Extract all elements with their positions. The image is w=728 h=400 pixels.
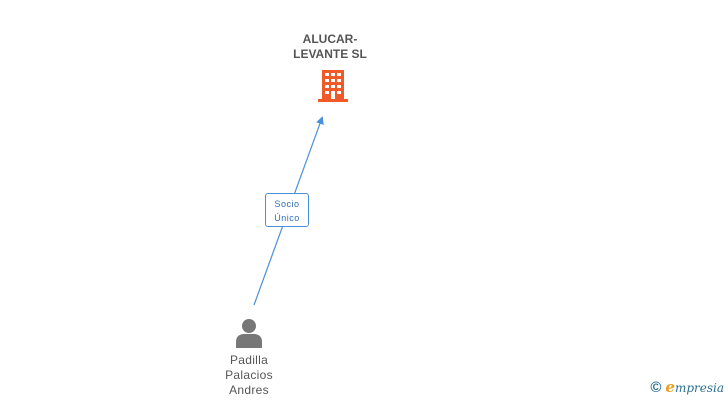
relation-label-line-1: Socio xyxy=(274,199,300,209)
brand-watermark: © empresia xyxy=(650,378,724,396)
brand-logo: empresia xyxy=(665,378,724,396)
person-name-line-1: Padilla xyxy=(229,353,269,367)
person-icon[interactable] xyxy=(234,318,264,348)
brand-rest: mpresia xyxy=(674,381,724,395)
person-name[interactable]: Padilla Palacios Andres xyxy=(200,353,298,398)
brand-initial: e xyxy=(665,378,675,396)
company-name-line-1: ALUCAR- xyxy=(302,32,358,46)
company-name[interactable]: ALUCAR- LEVANTE SL xyxy=(270,32,390,62)
copyright-icon: © xyxy=(650,378,662,396)
relation-label-line-2: Único xyxy=(274,213,300,223)
person-name-line-2: Palacios xyxy=(225,368,273,382)
relation-label[interactable]: Socio Único xyxy=(265,193,309,227)
person-name-line-3: Andres xyxy=(229,383,269,397)
company-name-line-2: LEVANTE SL xyxy=(293,47,367,61)
building-icon[interactable] xyxy=(317,68,349,102)
